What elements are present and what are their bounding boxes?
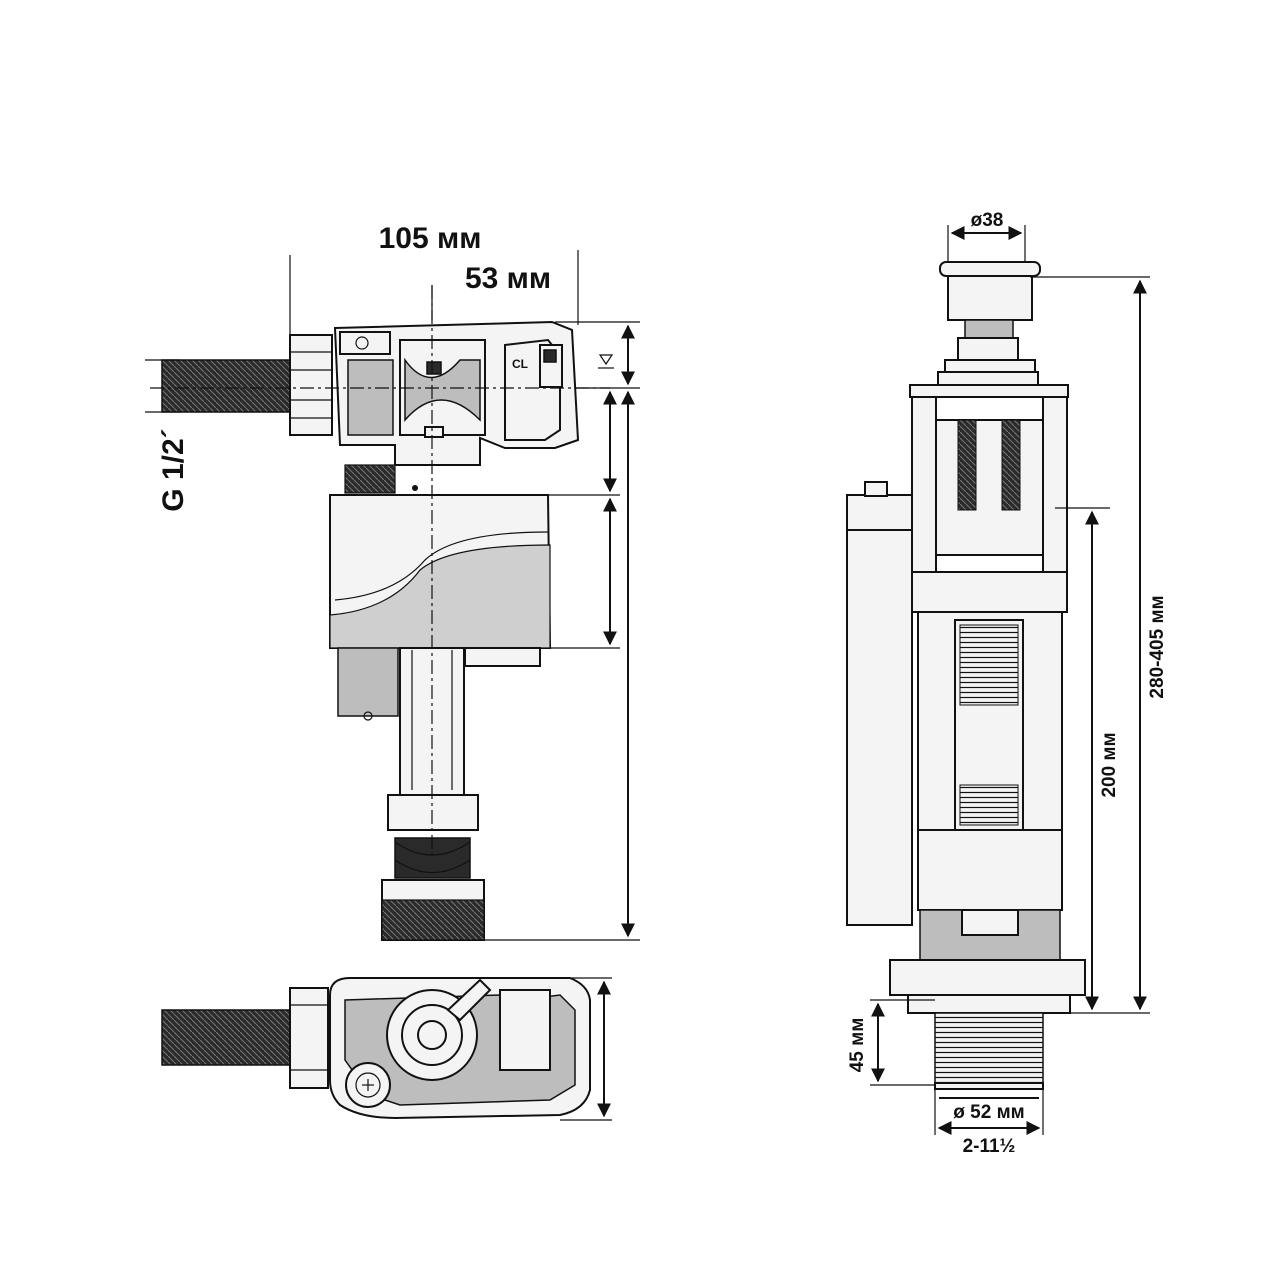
- level-mark-label: CL: [512, 357, 528, 371]
- stem-collar: [387, 794, 479, 831]
- dim-outlet-diameter-label: ø 52 мм: [953, 1102, 1024, 1123]
- dim-thread-size-label: 2-11½: [963, 1136, 1016, 1157]
- inlet-hose: [161, 359, 291, 413]
- float-guide: [337, 647, 399, 717]
- outlet-thread: [934, 1012, 1044, 1084]
- dim-button-label: ø38: [971, 210, 1004, 231]
- inlet-nut: [289, 334, 333, 436]
- dim-height-range-label: 280-405 мм: [1147, 595, 1168, 698]
- overflow-cap: [846, 494, 913, 531]
- top-frame: [909, 384, 1069, 398]
- cage-upper: [935, 419, 1044, 556]
- water-level-icon: [598, 354, 614, 366]
- valve-spring: [344, 464, 396, 494]
- top-view-nut: [289, 987, 329, 1089]
- top-view-hose: [161, 1009, 293, 1066]
- dim-height-fixed-label: 200 мм: [1099, 732, 1120, 797]
- flush-button: [939, 261, 1041, 277]
- dim-thread-length-label: 45 мм: [847, 1018, 868, 1073]
- fill-valve-top-view: [161, 977, 612, 1121]
- dim-width-label: 105 мм: [379, 222, 482, 255]
- fill-valve-side-view: CL 105 мм 5: [145, 222, 640, 941]
- overflow-pipe: [846, 529, 913, 926]
- thread-label: G 1/2´: [157, 428, 190, 511]
- dim-offset-label: 53 мм: [465, 262, 551, 295]
- flush-valve: ø38: [846, 210, 1168, 1157]
